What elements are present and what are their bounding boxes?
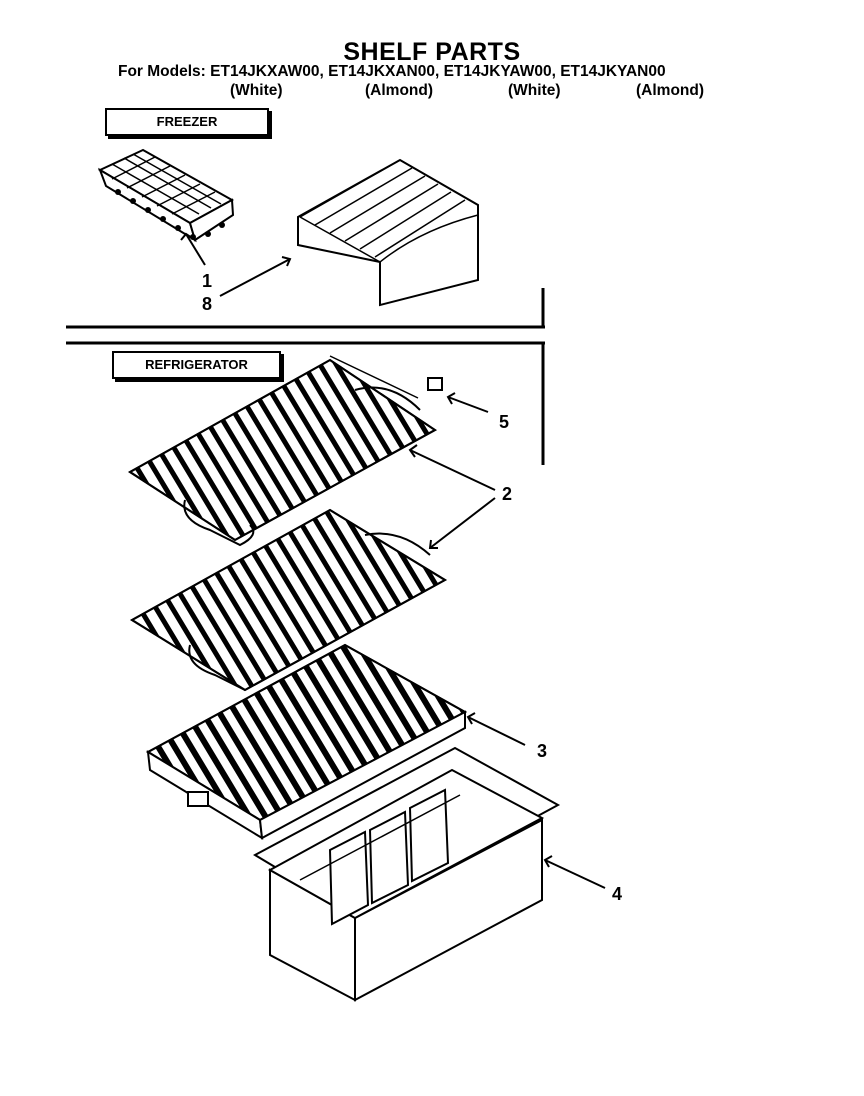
freezer-section-label: FREEZER [105,108,269,136]
callout-5: 5 [499,412,510,432]
refrigerator-shelf-lower [130,508,447,692]
callout-leaders [180,232,606,889]
callout-8: 8 [202,294,213,314]
diagram-title: SHELF PARTS [343,38,521,66]
callout-2: 2 [502,484,513,504]
refrigerator-section-label: REFRIGERATOR [112,351,281,379]
callout-4: 4 [612,884,623,904]
color-label-3: (White) [508,82,561,99]
crisper-drawer-part [252,746,561,1002]
models-line: For Models: ET14JKXAW00, ET14JKXAN00, ET… [118,63,666,80]
callout-1: 1 [202,271,213,291]
color-label-4: (Almond) [636,82,705,99]
color-label-2: (Almond) [365,82,434,99]
section-dividers [66,288,545,465]
ice-tray-part [97,148,235,243]
freezer-shelf-part [297,158,479,307]
callout-3: 3 [537,741,548,761]
crisper-cover-part [145,643,468,840]
refrigerator-shelf-upper [128,355,443,547]
color-label-1: (White) [230,82,283,99]
